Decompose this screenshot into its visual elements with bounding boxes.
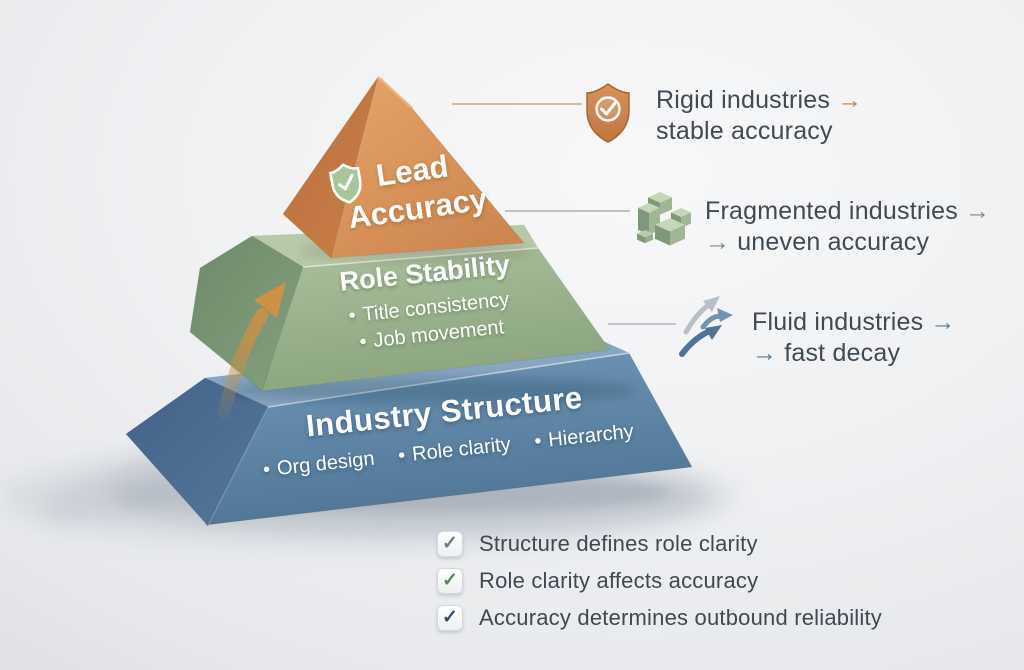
arrow-glyph: → [964, 197, 991, 225]
arrow-glyph: → [705, 228, 731, 256]
check-mark: ✓ [442, 570, 458, 591]
check-mark: ✓ [442, 533, 458, 554]
annotation-rigid-industries: Rigid industries→ stable accuracy [656, 85, 862, 147]
fragmented-cubes-icon [637, 192, 691, 246]
checklist-item: ✓ Structure defines role clarity [437, 530, 882, 557]
annotation-fluid-industries: Fluid industries→ →fast decay [752, 307, 956, 369]
growth-arrow-icon [217, 282, 286, 419]
fluid-arrows-icon [679, 296, 733, 357]
annotation-line: stable accuracy [656, 117, 833, 145]
bullet-dot: • [533, 430, 543, 453]
bullet-dot: • [262, 458, 272, 482]
annotation-line: →fast decay [752, 339, 901, 367]
checklist-item: ✓ Accuracy determines outbound reliabili… [437, 604, 882, 631]
checkbox-icon: ✓ [437, 567, 463, 594]
checkbox-icon: ✓ [437, 530, 463, 557]
check-mark: ✓ [442, 607, 458, 628]
pyramid-top-label: Lead Accuracy [326, 142, 505, 239]
lead-shield-badge-icon [328, 163, 362, 204]
annotation-line: Fragmented industries→ [705, 197, 991, 225]
annotation-line: Fluid industries→ [752, 308, 956, 336]
bullet-dot: • [358, 330, 368, 354]
annotation-fragmented-industries: Fragmented industries→ →uneven accuracy [705, 196, 990, 258]
arrow-glyph: → [837, 86, 863, 114]
bullet-dot: • [397, 444, 407, 468]
arrow-glyph: → [752, 339, 778, 367]
checklist: ✓ Structure defines role clarity ✓ Role … [437, 530, 882, 641]
checklist-text: Accuracy determines outbound reliability [479, 604, 882, 630]
checklist-item: ✓ Role clarity affects accuracy [437, 567, 882, 594]
annotation-line: →uneven accuracy [705, 228, 930, 256]
checkbox-icon: ✓ [437, 604, 463, 631]
checklist-text: Structure defines role clarity [479, 530, 758, 556]
arrow-glyph: → [930, 308, 956, 336]
bullet-dot: • [347, 304, 357, 328]
annotation-line: Rigid industries→ [656, 86, 863, 114]
checklist-text: Role clarity affects accuracy [479, 567, 759, 593]
shield-check-icon [586, 83, 630, 143]
